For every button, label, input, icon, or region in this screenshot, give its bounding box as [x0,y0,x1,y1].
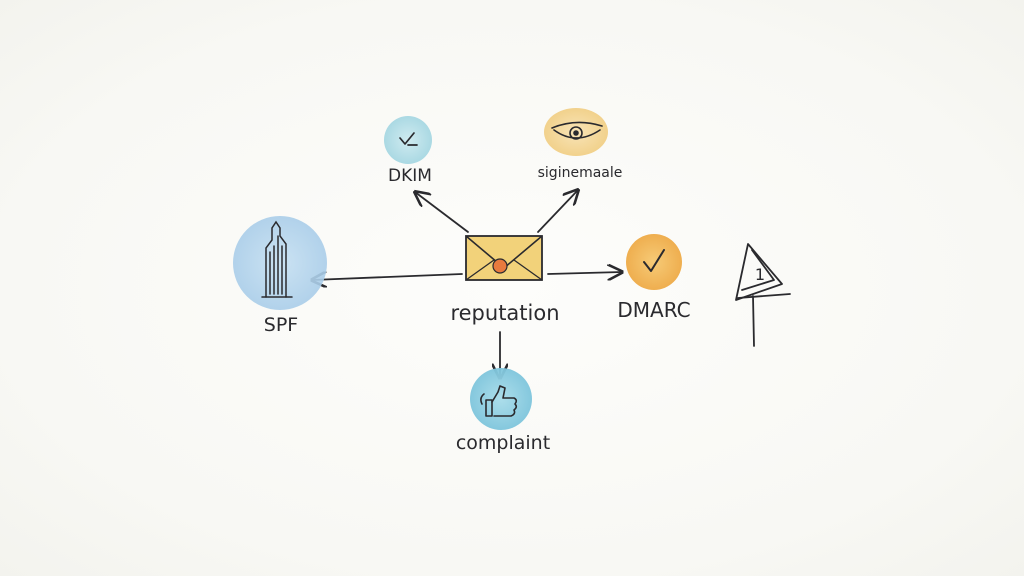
warning-sign-icon [735,243,791,347]
spf-label: SPF [264,314,298,336]
dkim-label: DKIM [388,166,432,186]
warning-sign: 1 [735,243,791,347]
arrow-to-spf [312,274,463,280]
connectors [312,190,622,378]
signature-label: siginemaale [538,165,623,181]
complaint-label: complaint [456,432,550,454]
arrow-to-dkim [415,192,469,233]
arrow-to-dmarc [547,272,622,274]
envelope-seal [492,258,508,274]
arrow-to-signature [537,190,578,233]
checkmark-icon [399,132,418,146]
dmarc-label: DMARC [617,298,690,322]
checkmark-icon [643,249,665,272]
spf-circle [233,216,327,310]
envelope-icon [465,235,543,281]
node-spf: SPF [233,216,327,336]
node-reputation: reputation [450,235,560,325]
node-complaint: complaint [456,368,550,454]
dmarc-circle [626,234,682,290]
skyscraper-icon [261,220,293,298]
node-signature: siginemaale [538,108,623,181]
node-dmarc: DMARC [617,234,691,322]
thumbs-up-icon [480,385,518,417]
eye-icon [551,121,603,140]
node-dkim: DKIM [384,116,432,186]
complaint-circle [470,368,532,430]
reputation-label: reputation [450,301,559,325]
warning-sign-text: 1 [755,265,765,284]
